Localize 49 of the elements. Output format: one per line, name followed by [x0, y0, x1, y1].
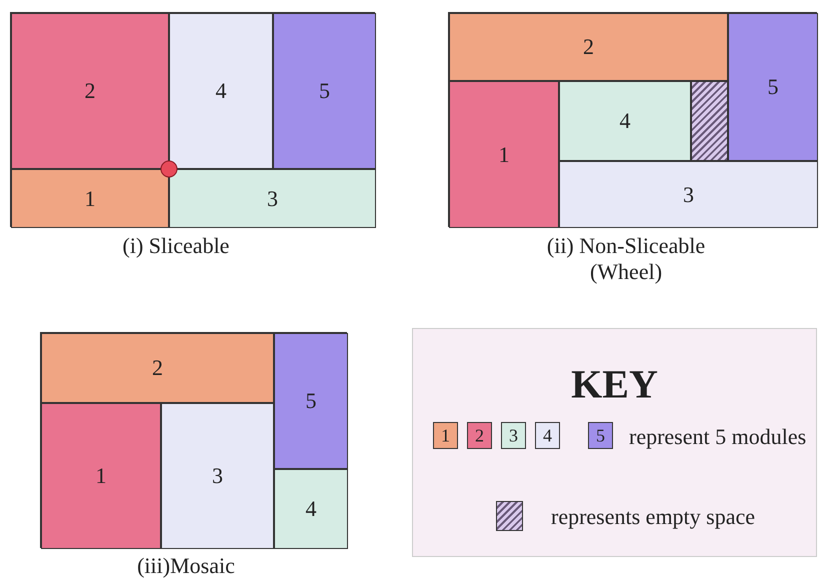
module-block — [273, 13, 376, 169]
empty-space-block — [691, 81, 728, 161]
module-block — [41, 403, 161, 549]
module-number: 1 — [498, 142, 510, 168]
module-number: 5 — [596, 425, 605, 446]
module-number: 1 — [441, 425, 450, 446]
module-block — [449, 81, 559, 228]
key-description: represent 5 modules — [629, 424, 806, 450]
key-swatch — [501, 422, 526, 449]
module-number: 2 — [152, 355, 163, 381]
key-swatch — [467, 422, 492, 449]
module-block — [11, 13, 169, 169]
module-number: 3 — [509, 425, 518, 446]
key-swatch — [496, 501, 523, 531]
panel-label: (i) Sliceable — [122, 233, 230, 259]
module-number: 3 — [212, 463, 223, 489]
module-block — [11, 169, 169, 228]
module-number: 4 — [543, 425, 552, 446]
module-number: 5 — [306, 388, 316, 414]
key-heading: KEY — [571, 360, 658, 408]
key-swatch — [535, 422, 560, 449]
module-number: 4 — [216, 78, 226, 104]
module-block — [169, 169, 376, 228]
panel-label: (iii)Mosaic — [136, 553, 236, 579]
module-number: 1 — [96, 463, 106, 489]
module-block — [559, 81, 691, 161]
module-number: 5 — [319, 78, 330, 104]
module-number: 2 — [84, 78, 96, 104]
module-block — [559, 161, 818, 228]
module-number: 5 — [768, 74, 778, 100]
module-block — [274, 469, 348, 549]
key-swatch — [433, 422, 458, 449]
panel-label: (ii) Non-Sliceable (Wheel) — [546, 233, 706, 285]
module-number: 4 — [306, 496, 316, 522]
key-panel — [412, 328, 817, 557]
module-block — [274, 333, 348, 469]
module-number: 2 — [583, 34, 594, 60]
module-block — [41, 333, 274, 403]
module-block — [169, 13, 273, 169]
module-number: 3 — [267, 186, 278, 212]
module-number: 3 — [683, 182, 694, 208]
module-block — [449, 13, 728, 81]
module-number: 4 — [620, 108, 630, 134]
key-description: represents empty space — [551, 504, 756, 530]
module-number: 2 — [475, 425, 484, 446]
module-number: 1 — [84, 186, 96, 212]
module-block — [161, 403, 274, 549]
key-swatch — [588, 422, 613, 449]
module-block — [728, 13, 818, 161]
